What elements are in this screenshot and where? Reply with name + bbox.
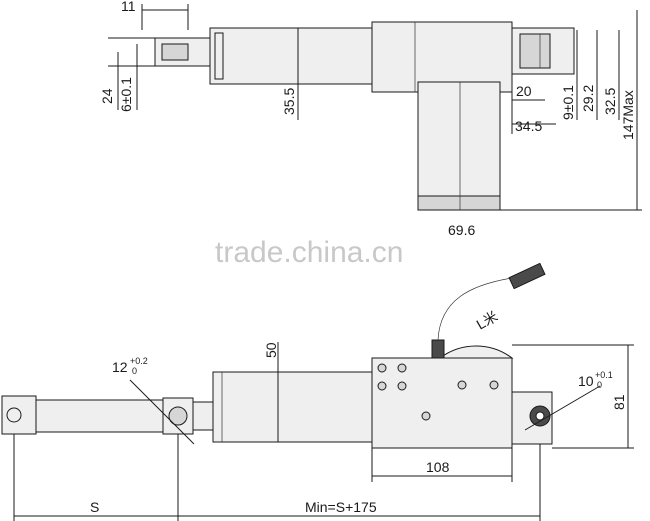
dim-69-6: 69.6 [448, 222, 475, 238]
dim-147: 147Max [620, 90, 636, 140]
tube-collar [214, 32, 224, 80]
inner-rod [35, 399, 167, 433]
gearbox-housing [371, 21, 513, 93]
dim-29-2: 29.2 [580, 85, 596, 112]
dim-50: 50 [263, 342, 279, 358]
side-gearbox [371, 357, 513, 449]
cable-length: L米 [474, 308, 501, 333]
dim-12: 12 [112, 359, 128, 375]
dim-6: 6±0.1 [118, 77, 134, 112]
dim-10: 10 [578, 373, 594, 389]
dim-10-tol-low: 0 [597, 380, 602, 390]
dim-min: Min=S+175 [305, 499, 377, 515]
dim-12-tol-low: 0 [132, 366, 137, 376]
dim-10-tol-up: +0.1 [595, 370, 613, 380]
dim-20: 20 [516, 83, 532, 99]
watermark: trade.china.cn [215, 236, 403, 269]
dim-12-tol-up: +0.2 [130, 356, 148, 366]
dim-s: S [90, 499, 99, 515]
dim-108: 108 [426, 459, 450, 475]
side-outer-tube [212, 371, 376, 443]
rod-slot [161, 43, 189, 61]
cable-gland [431, 339, 445, 359]
motor [417, 81, 501, 211]
dim-11: 11 [121, 0, 136, 14]
dim-34-5: 34.5 [515, 118, 542, 134]
dim-24: 24 [99, 88, 115, 104]
cable-connector [508, 262, 546, 290]
dim-35-5: 35.5 [281, 88, 297, 115]
motor-cap [438, 345, 514, 359]
dim-32-5: 32.5 [602, 88, 618, 115]
top-view: 11 24 6±0.1 35.5 20 34.5 9±0.1 29.2 32.5… [99, 0, 642, 238]
side-view: 12 +0.2 0 50 10 +0.1 0 81 108 S Min=S+17… [1, 262, 634, 521]
outer-tube [209, 27, 373, 85]
dim-81: 81 [611, 394, 627, 410]
dim-9: 9±0.1 [560, 85, 576, 120]
